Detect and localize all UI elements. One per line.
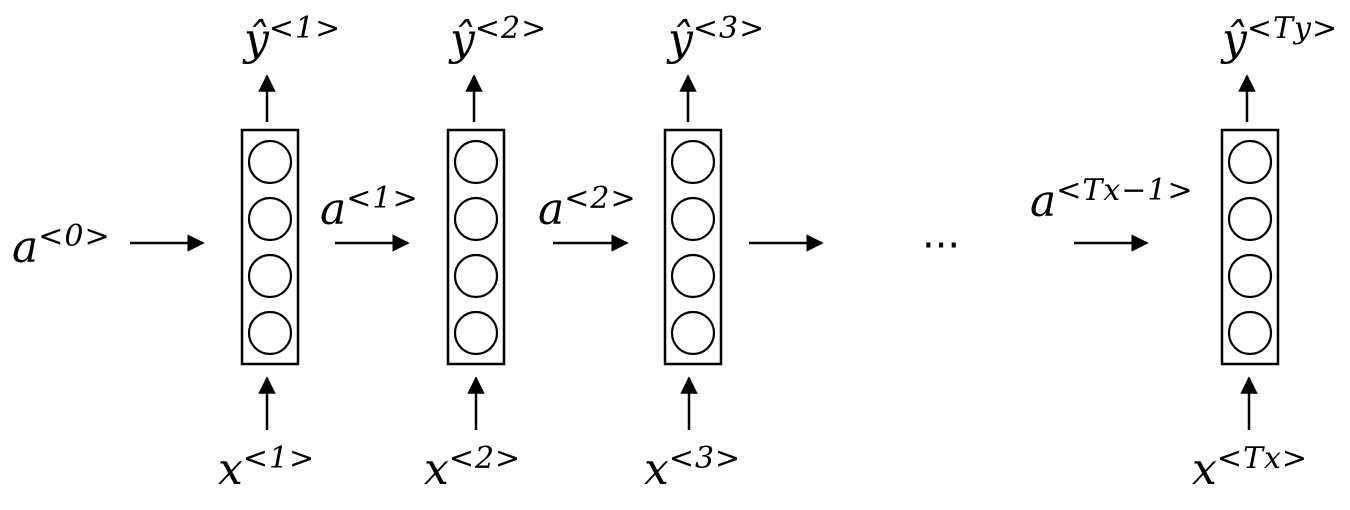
- rnn-cell-2: [446, 74, 506, 430]
- rnn-cell-final: [1220, 74, 1280, 430]
- activation-superscript: <0>: [38, 219, 111, 254]
- input-superscript: <1>: [242, 441, 316, 476]
- cell-box: [663, 128, 723, 366]
- input-label-2: x<2>: [424, 444, 521, 492]
- activation-var: a: [12, 222, 39, 273]
- hidden-unit: [247, 310, 293, 356]
- output-label-2: ŷ<2>: [450, 14, 547, 62]
- hidden-unit: [1227, 253, 1273, 299]
- rnn-cell-3: [663, 74, 723, 430]
- output-var: ŷ: [450, 14, 475, 65]
- hidden-unit: [453, 253, 499, 299]
- activation-label-final: a<Tx−1>: [1030, 176, 1194, 224]
- activation-superscript: <2>: [564, 181, 637, 216]
- output-superscript: <Ty>: [1246, 11, 1339, 46]
- activation-label-0: a<0>: [12, 222, 111, 270]
- output-label-3: ŷ<3>: [668, 14, 765, 62]
- input-label-3: x<3>: [644, 444, 741, 492]
- hidden-unit: [453, 310, 499, 356]
- input-var: x: [1192, 444, 1217, 495]
- hidden-unit: [670, 253, 716, 299]
- activation-label-1: a<1>: [320, 184, 419, 232]
- output-superscript: <2>: [474, 11, 548, 46]
- hidden-unit: [247, 196, 293, 242]
- cell-box: [1220, 128, 1280, 366]
- hidden-unit: [1227, 196, 1273, 242]
- hidden-unit: [247, 253, 293, 299]
- output-var: ŷ: [1222, 14, 1247, 65]
- output-var: ŷ: [244, 14, 269, 65]
- ellipsis: ···: [922, 223, 961, 269]
- activation-label-2: a<2>: [538, 184, 637, 232]
- activation-superscript: <Tx−1>: [1056, 173, 1194, 208]
- output-superscript: <1>: [268, 11, 342, 46]
- rnn-cell-1: [240, 74, 300, 430]
- hidden-unit: [1227, 139, 1273, 185]
- hidden-unit: [1227, 310, 1273, 356]
- hidden-unit: [453, 139, 499, 185]
- input-superscript: <2>: [448, 441, 522, 476]
- output-superscript: <3>: [692, 11, 766, 46]
- input-superscript: <3>: [668, 441, 742, 476]
- hidden-unit: [670, 196, 716, 242]
- cell-box: [240, 128, 300, 366]
- cell-box: [446, 128, 506, 366]
- input-label-final: x<Tx>: [1192, 444, 1308, 492]
- activation-var: a: [1030, 176, 1057, 227]
- hidden-unit: [247, 139, 293, 185]
- output-label-final: ŷ<Ty>: [1222, 14, 1338, 62]
- activation-var: a: [538, 184, 565, 235]
- input-var: x: [424, 444, 449, 495]
- input-var: x: [644, 444, 669, 495]
- activation-superscript: <1>: [346, 181, 419, 216]
- output-var: ŷ: [668, 14, 693, 65]
- input-label-1: x<1>: [218, 444, 315, 492]
- hidden-unit: [670, 139, 716, 185]
- input-var: x: [218, 444, 243, 495]
- activation-var: a: [320, 184, 347, 235]
- output-label-1: ŷ<1>: [244, 14, 341, 62]
- input-superscript: <Tx>: [1216, 441, 1309, 476]
- hidden-unit: [670, 310, 716, 356]
- hidden-unit: [453, 196, 499, 242]
